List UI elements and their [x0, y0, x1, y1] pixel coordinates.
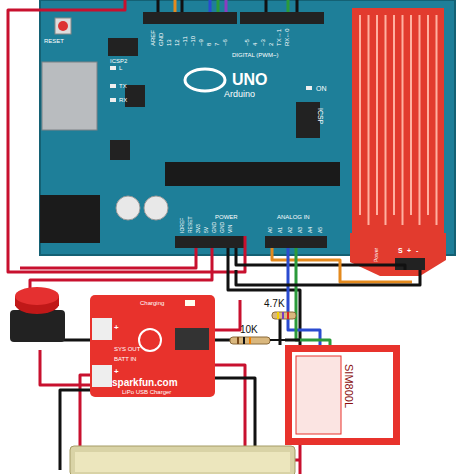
pin-label: BATT IN [114, 356, 136, 362]
dc-jack [40, 195, 100, 243]
capacitor [116, 196, 140, 220]
pin-label: A5 [318, 227, 323, 233]
resistor-value: 4.7K [264, 299, 285, 309]
pin-label: + [407, 247, 411, 254]
pin-label: A2 [288, 227, 293, 233]
sensor-label: Power [374, 248, 379, 262]
sensor-trace [427, 15, 429, 215]
pin-label: A4 [308, 227, 313, 233]
pin-label: ~11 [182, 36, 188, 46]
pin-label: + [114, 324, 119, 332]
sensor-trace [359, 15, 361, 215]
pin-label: TX→1 [276, 29, 282, 46]
lipo-battery [70, 446, 295, 474]
pin-label: ~5 [244, 39, 250, 46]
digital-header [240, 12, 324, 24]
pin-label: A1 [278, 227, 283, 233]
capacitor [144, 196, 168, 220]
sensor-trace [402, 15, 404, 225]
pin-label: ~9 [198, 39, 204, 46]
power-header [175, 236, 245, 248]
push-button [10, 287, 65, 342]
led [306, 86, 312, 90]
pin-label: 8 [206, 43, 212, 46]
resistor-value: 10K [240, 325, 258, 335]
led [110, 66, 116, 70]
module-name: SIM800L [343, 364, 354, 408]
pin-label: ~3 [260, 39, 266, 46]
pin-label: 13 [166, 39, 172, 46]
led [110, 84, 116, 88]
sensor-trace [368, 15, 370, 225]
board-label: LiPo USB Charger [122, 389, 171, 395]
chip [125, 85, 145, 107]
sensor-trace [393, 15, 395, 215]
regulator [110, 140, 130, 160]
lipo-charger-board [90, 295, 215, 397]
water-level-sensor [350, 8, 446, 276]
pin-label: RX←0 [284, 28, 290, 46]
pin-label: 7 [214, 43, 220, 46]
header-label: ANALOG IN [277, 214, 310, 220]
led-label: RX [119, 97, 127, 103]
pin-label: ~6 [222, 39, 228, 46]
resistor-symbol [230, 312, 300, 344]
pin-label: 4 [252, 43, 258, 46]
pin-label: SYS OUT [114, 346, 140, 352]
arduino-logo [185, 69, 225, 91]
led-label: TX [119, 83, 127, 89]
board-label: ICSP2 [110, 58, 127, 64]
pin-label: S [398, 247, 403, 254]
pin-label: GND [212, 222, 217, 233]
sensor-trace [419, 15, 421, 225]
header-label: POWER [215, 214, 238, 220]
pin-label: 5V [204, 227, 209, 233]
microcontroller-chip [165, 162, 340, 186]
header-label: DIGITAL (PWM~) [232, 52, 279, 58]
reset-button [55, 18, 71, 34]
led-label: L [119, 65, 122, 71]
led [110, 98, 116, 102]
board-brand: sparkfun.com [112, 378, 178, 388]
pin-label: A3 [298, 227, 303, 233]
led-label: ON [316, 85, 327, 92]
arduino-board [40, 0, 455, 255]
icsp2-header [108, 38, 138, 56]
reset-button [58, 21, 68, 31]
wires [8, 0, 420, 474]
digital-header [143, 12, 237, 24]
pin-label: GND [220, 222, 225, 233]
pin-label: IOREF [180, 218, 185, 233]
sensor-trace [410, 15, 412, 215]
sim800l-module [285, 345, 400, 445]
pin-label: VIN [228, 225, 233, 233]
pin-label: 3V3 [196, 224, 201, 233]
board-name: UNO [232, 72, 268, 88]
icsp-header [296, 102, 320, 138]
pin-label: ~10 [190, 36, 196, 46]
analog-header [265, 236, 327, 248]
header-label: ICSP [317, 108, 324, 124]
pin-label: A0 [268, 227, 273, 233]
sensor-trace [385, 15, 387, 225]
pin-label: + [114, 368, 119, 376]
pin-label: 2 [268, 43, 274, 46]
board-brand: Arduino [224, 90, 255, 99]
sensor-trace [376, 15, 378, 215]
pin-label: GND [158, 33, 164, 46]
board-label: RESET [44, 38, 64, 44]
pin-label: 12 [174, 39, 180, 46]
sensor-trace [436, 15, 438, 225]
pin-label: RESET [188, 216, 193, 233]
pin-label: AREF [150, 30, 156, 46]
usb-jack [42, 62, 97, 130]
board-label: Charging [140, 300, 164, 306]
pin-label: - [416, 247, 418, 254]
